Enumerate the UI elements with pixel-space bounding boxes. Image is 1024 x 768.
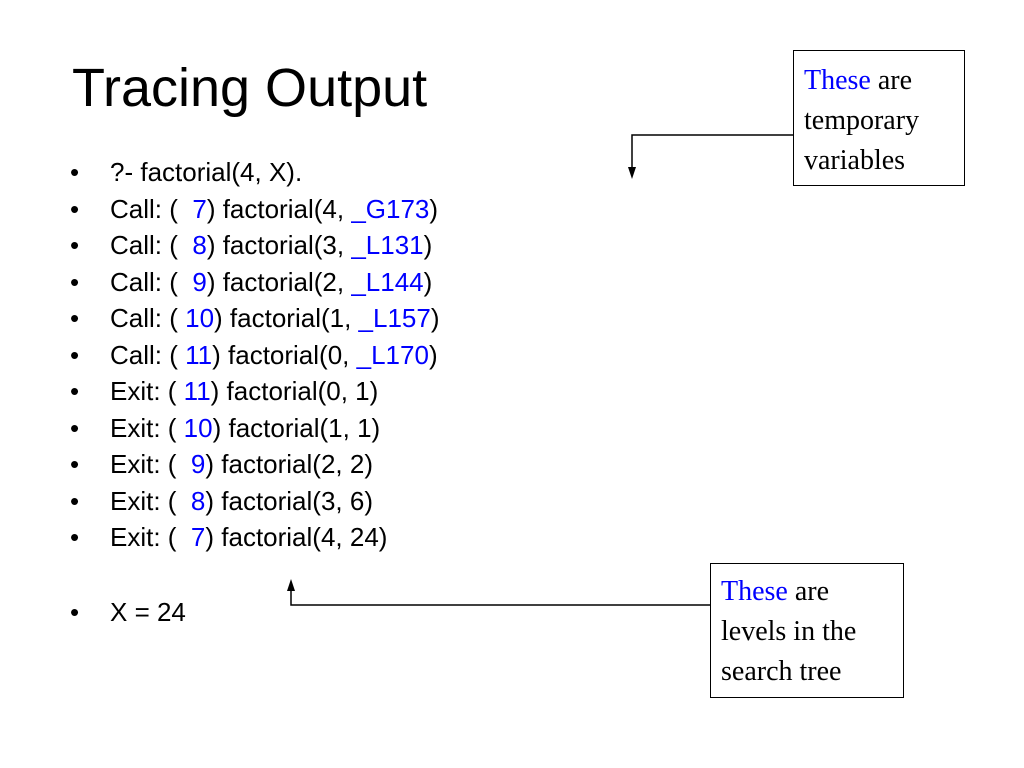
trace-text: ) factorial(0, 1)	[210, 376, 379, 406]
highlighted-term: _L131	[351, 230, 424, 260]
trace-text: Call: (	[110, 193, 193, 224]
trace-line: • X = 24	[64, 594, 186, 631]
highlighted-term: _L157	[358, 303, 431, 333]
temporary-variables-arrow	[631, 134, 793, 168]
trace-text: Exit: (	[110, 412, 184, 443]
trace-text: )	[423, 266, 433, 297]
bullet-icon: •	[70, 303, 80, 333]
trace-line: • Exit: ( 8) factorial(3, 6)	[64, 483, 440, 520]
callout-highlight: These	[721, 576, 788, 607]
trace-line: • ?- factorial(4, X).	[64, 154, 440, 191]
trace-text: )	[423, 230, 433, 260]
highlighted-term: 7	[192, 193, 207, 224]
highlighted-term: 7	[190, 522, 206, 552]
trace-text: ) factorial(4, 24)	[205, 522, 388, 552]
highlighted-term: _G173	[351, 193, 430, 224]
highlighted-term: _L170	[356, 339, 429, 370]
trace-text: )	[428, 339, 438, 370]
bullet-icon: •	[70, 522, 80, 552]
bullet-icon: •	[70, 193, 80, 224]
trace-text: )	[430, 303, 440, 333]
trace-text: )	[429, 193, 439, 224]
highlighted-term: 11	[185, 339, 213, 370]
search-levels-arrowhead	[287, 579, 295, 591]
highlighted-term: 9	[192, 266, 207, 297]
highlighted-term: 9	[190, 449, 206, 479]
trace-output-list: •?- factorial(4, X).•Call: ( 7) factoria…	[64, 154, 440, 556]
trace-line: • Exit: ( 11) factorial(0, 1)	[64, 373, 440, 410]
temporary-variables-callout: These are temporary variables	[793, 50, 965, 186]
highlighted-term: 8	[192, 230, 207, 260]
bullet-icon: •	[70, 449, 80, 479]
trace-text: ) factorial(0,	[212, 339, 357, 370]
callout-text: are temporary variables	[804, 65, 920, 176]
trace-line: • Call: ( 7) factorial(4, _G173)	[64, 191, 440, 228]
trace-text: ) factorial(4,	[206, 193, 352, 224]
search-levels-callout: These are levels in the search tree	[710, 563, 904, 698]
trace-text: Call: (	[110, 303, 186, 333]
search-levels-arrow	[290, 590, 710, 606]
trace-text: X = 24	[110, 597, 186, 627]
trace-line: • Exit: ( 9) factorial(2, 2)	[64, 446, 440, 483]
bullet-icon: •	[70, 597, 80, 627]
trace-text: Exit: (	[110, 376, 184, 406]
trace-line: • Exit: ( 7) factorial(4, 24)	[64, 519, 440, 556]
trace-text: Call: (	[110, 266, 193, 297]
temporary-variables-arrowhead	[628, 167, 636, 179]
trace-text: ) factorial(1,	[214, 303, 359, 333]
highlighted-term: _L144	[351, 266, 424, 297]
trace-text: ) factorial(1, 1)	[212, 412, 381, 443]
trace-text: ) factorial(2,	[206, 266, 352, 297]
bullet-icon: •	[70, 230, 80, 260]
bullet-icon: •	[70, 157, 80, 187]
result-list: • X = 24	[64, 594, 186, 631]
trace-line: • Call: ( 10) factorial(1, _L157)	[64, 300, 440, 337]
bullet-icon: •	[70, 485, 80, 516]
trace-line: • Call: ( 8) factorial(3, _L131)	[64, 227, 440, 264]
trace-text: Exit: (	[110, 522, 191, 552]
trace-text: ?- factorial(4, X).	[110, 157, 303, 187]
trace-text: Exit: (	[110, 449, 191, 479]
trace-text: Call: (	[110, 339, 186, 370]
trace-text: Exit: (	[110, 485, 191, 516]
highlighted-term: 10	[185, 303, 215, 333]
trace-text: ) factorial(2, 2)	[205, 449, 373, 479]
trace-line: • Exit: ( 10) factorial(1, 1)	[64, 410, 440, 447]
callout-text: are levels in the search tree	[721, 576, 857, 687]
trace-line: • Call: ( 11) factorial(0, _L170)	[64, 337, 440, 374]
trace-text: Call: (	[110, 230, 193, 260]
highlighted-term: 11	[183, 376, 211, 406]
slide-title: Tracing Output	[72, 58, 428, 118]
bullet-icon: •	[70, 412, 80, 443]
trace-text: ) factorial(3, 6)	[205, 485, 373, 516]
bullet-icon: •	[70, 339, 80, 370]
callout-highlight: These	[804, 65, 871, 96]
trace-text: ) factorial(3,	[206, 230, 352, 260]
bullet-icon: •	[70, 266, 80, 297]
highlighted-term: 10	[183, 412, 213, 443]
trace-line: • Call: ( 9) factorial(2, _L144)	[64, 264, 440, 301]
highlighted-term: 8	[190, 485, 206, 516]
bullet-icon: •	[70, 376, 80, 406]
